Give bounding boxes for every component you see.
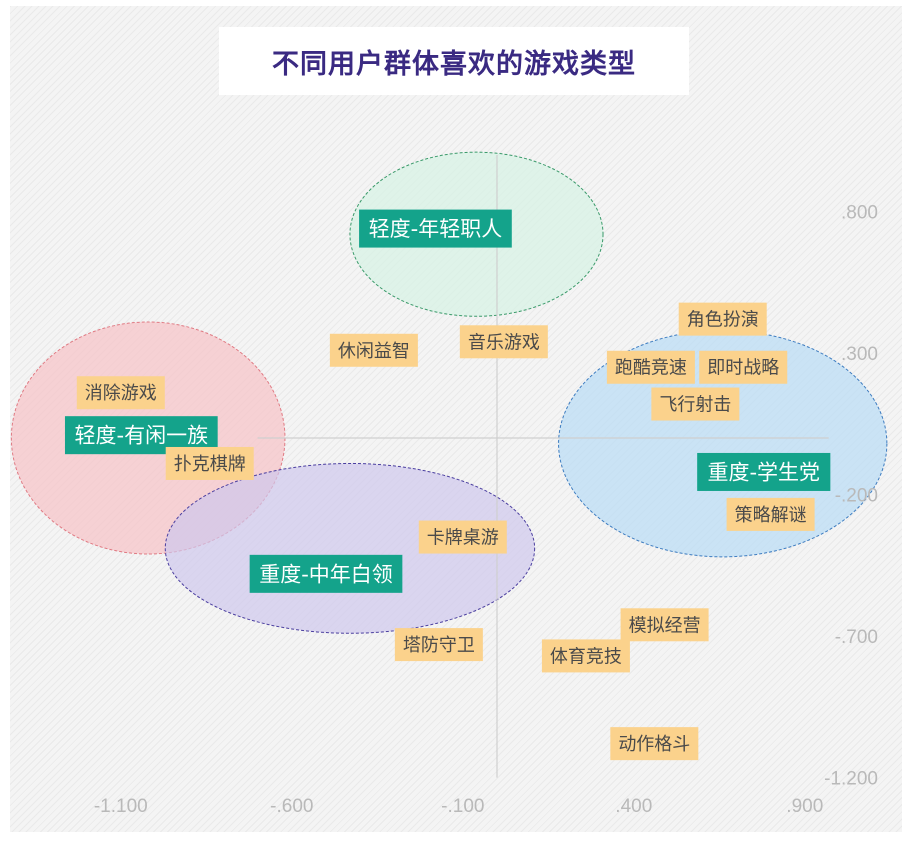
game-label-即时战略: 即时战略: [699, 350, 788, 384]
game-label-动作格斗: 动作格斗: [610, 727, 699, 761]
svg-text:动作格斗: 动作格斗: [618, 734, 690, 755]
x-tick-label: .400: [615, 796, 652, 817]
x-tick-label: -1.100: [94, 796, 148, 817]
group-label-轻度-年轻职人: 轻度-年轻职人: [359, 209, 512, 248]
svg-text:休闲益智: 休闲益智: [338, 341, 410, 362]
svg-text:重度-学生党: 重度-学生党: [707, 461, 820, 485]
game-label-休闲益智: 休闲益智: [329, 333, 418, 367]
game-label-卡牌桌游: 卡牌桌游: [418, 520, 507, 554]
x-tick-label: -.100: [441, 796, 484, 817]
y-tick-label: -.700: [835, 627, 878, 648]
svg-text:轻度-有闲一族: 轻度-有闲一族: [75, 424, 209, 448]
svg-text:跑酷竞速: 跑酷竞速: [615, 358, 687, 379]
svg-text:音乐游戏: 音乐游戏: [468, 332, 540, 353]
y-tick-label: -1.200: [824, 769, 878, 790]
game-label-消除游戏: 消除游戏: [76, 376, 165, 410]
game-label-体育竞技: 体育竞技: [541, 639, 630, 673]
game-label-角色扮演: 角色扮演: [678, 302, 767, 336]
chart-title: 不同用户群体喜欢的游戏类型: [272, 48, 636, 80]
svg-text:轻度-年轻职人: 轻度-年轻职人: [369, 217, 503, 241]
svg-text:扑克棋牌: 扑克棋牌: [174, 454, 246, 475]
svg-text:消除游戏: 消除游戏: [85, 383, 157, 404]
game-label-跑酷竞速: 跑酷竞速: [606, 350, 695, 384]
svg-text:卡牌桌游: 卡牌桌游: [427, 528, 499, 549]
y-tick-label: -.200: [835, 486, 878, 507]
svg-text:体育竞技: 体育竞技: [550, 646, 622, 667]
group-label-重度-学生党: 重度-学生党: [697, 452, 831, 491]
game-label-飞行射击: 飞行射击: [651, 387, 740, 421]
svg-text:策略解谜: 策略解谜: [735, 505, 807, 526]
svg-text:重度-中年白领: 重度-中年白领: [259, 562, 393, 586]
group-label-重度-中年白领: 重度-中年白领: [249, 554, 403, 593]
svg-text:角色扮演: 角色扮演: [687, 310, 759, 331]
x-tick-label: -.600: [270, 796, 313, 817]
chart-title-box: 不同用户群体喜欢的游戏类型: [219, 27, 689, 95]
x-tick-label: .900: [786, 796, 823, 817]
svg-text:即时战略: 即时战略: [707, 358, 779, 379]
game-label-扑克棋牌: 扑克棋牌: [165, 446, 254, 480]
game-label-模拟经营: 模拟经营: [620, 608, 709, 642]
game-label-策略解谜: 策略解谜: [726, 497, 815, 531]
game-label-音乐游戏: 音乐游戏: [459, 325, 548, 359]
svg-text:塔防守卫: 塔防守卫: [403, 635, 475, 656]
y-tick-label: .800: [841, 203, 878, 224]
svg-text:模拟经营: 模拟经营: [629, 615, 701, 636]
game-label-塔防守卫: 塔防守卫: [394, 628, 483, 662]
svg-text:飞行射击: 飞行射击: [659, 395, 731, 416]
y-tick-label: .300: [841, 344, 878, 365]
